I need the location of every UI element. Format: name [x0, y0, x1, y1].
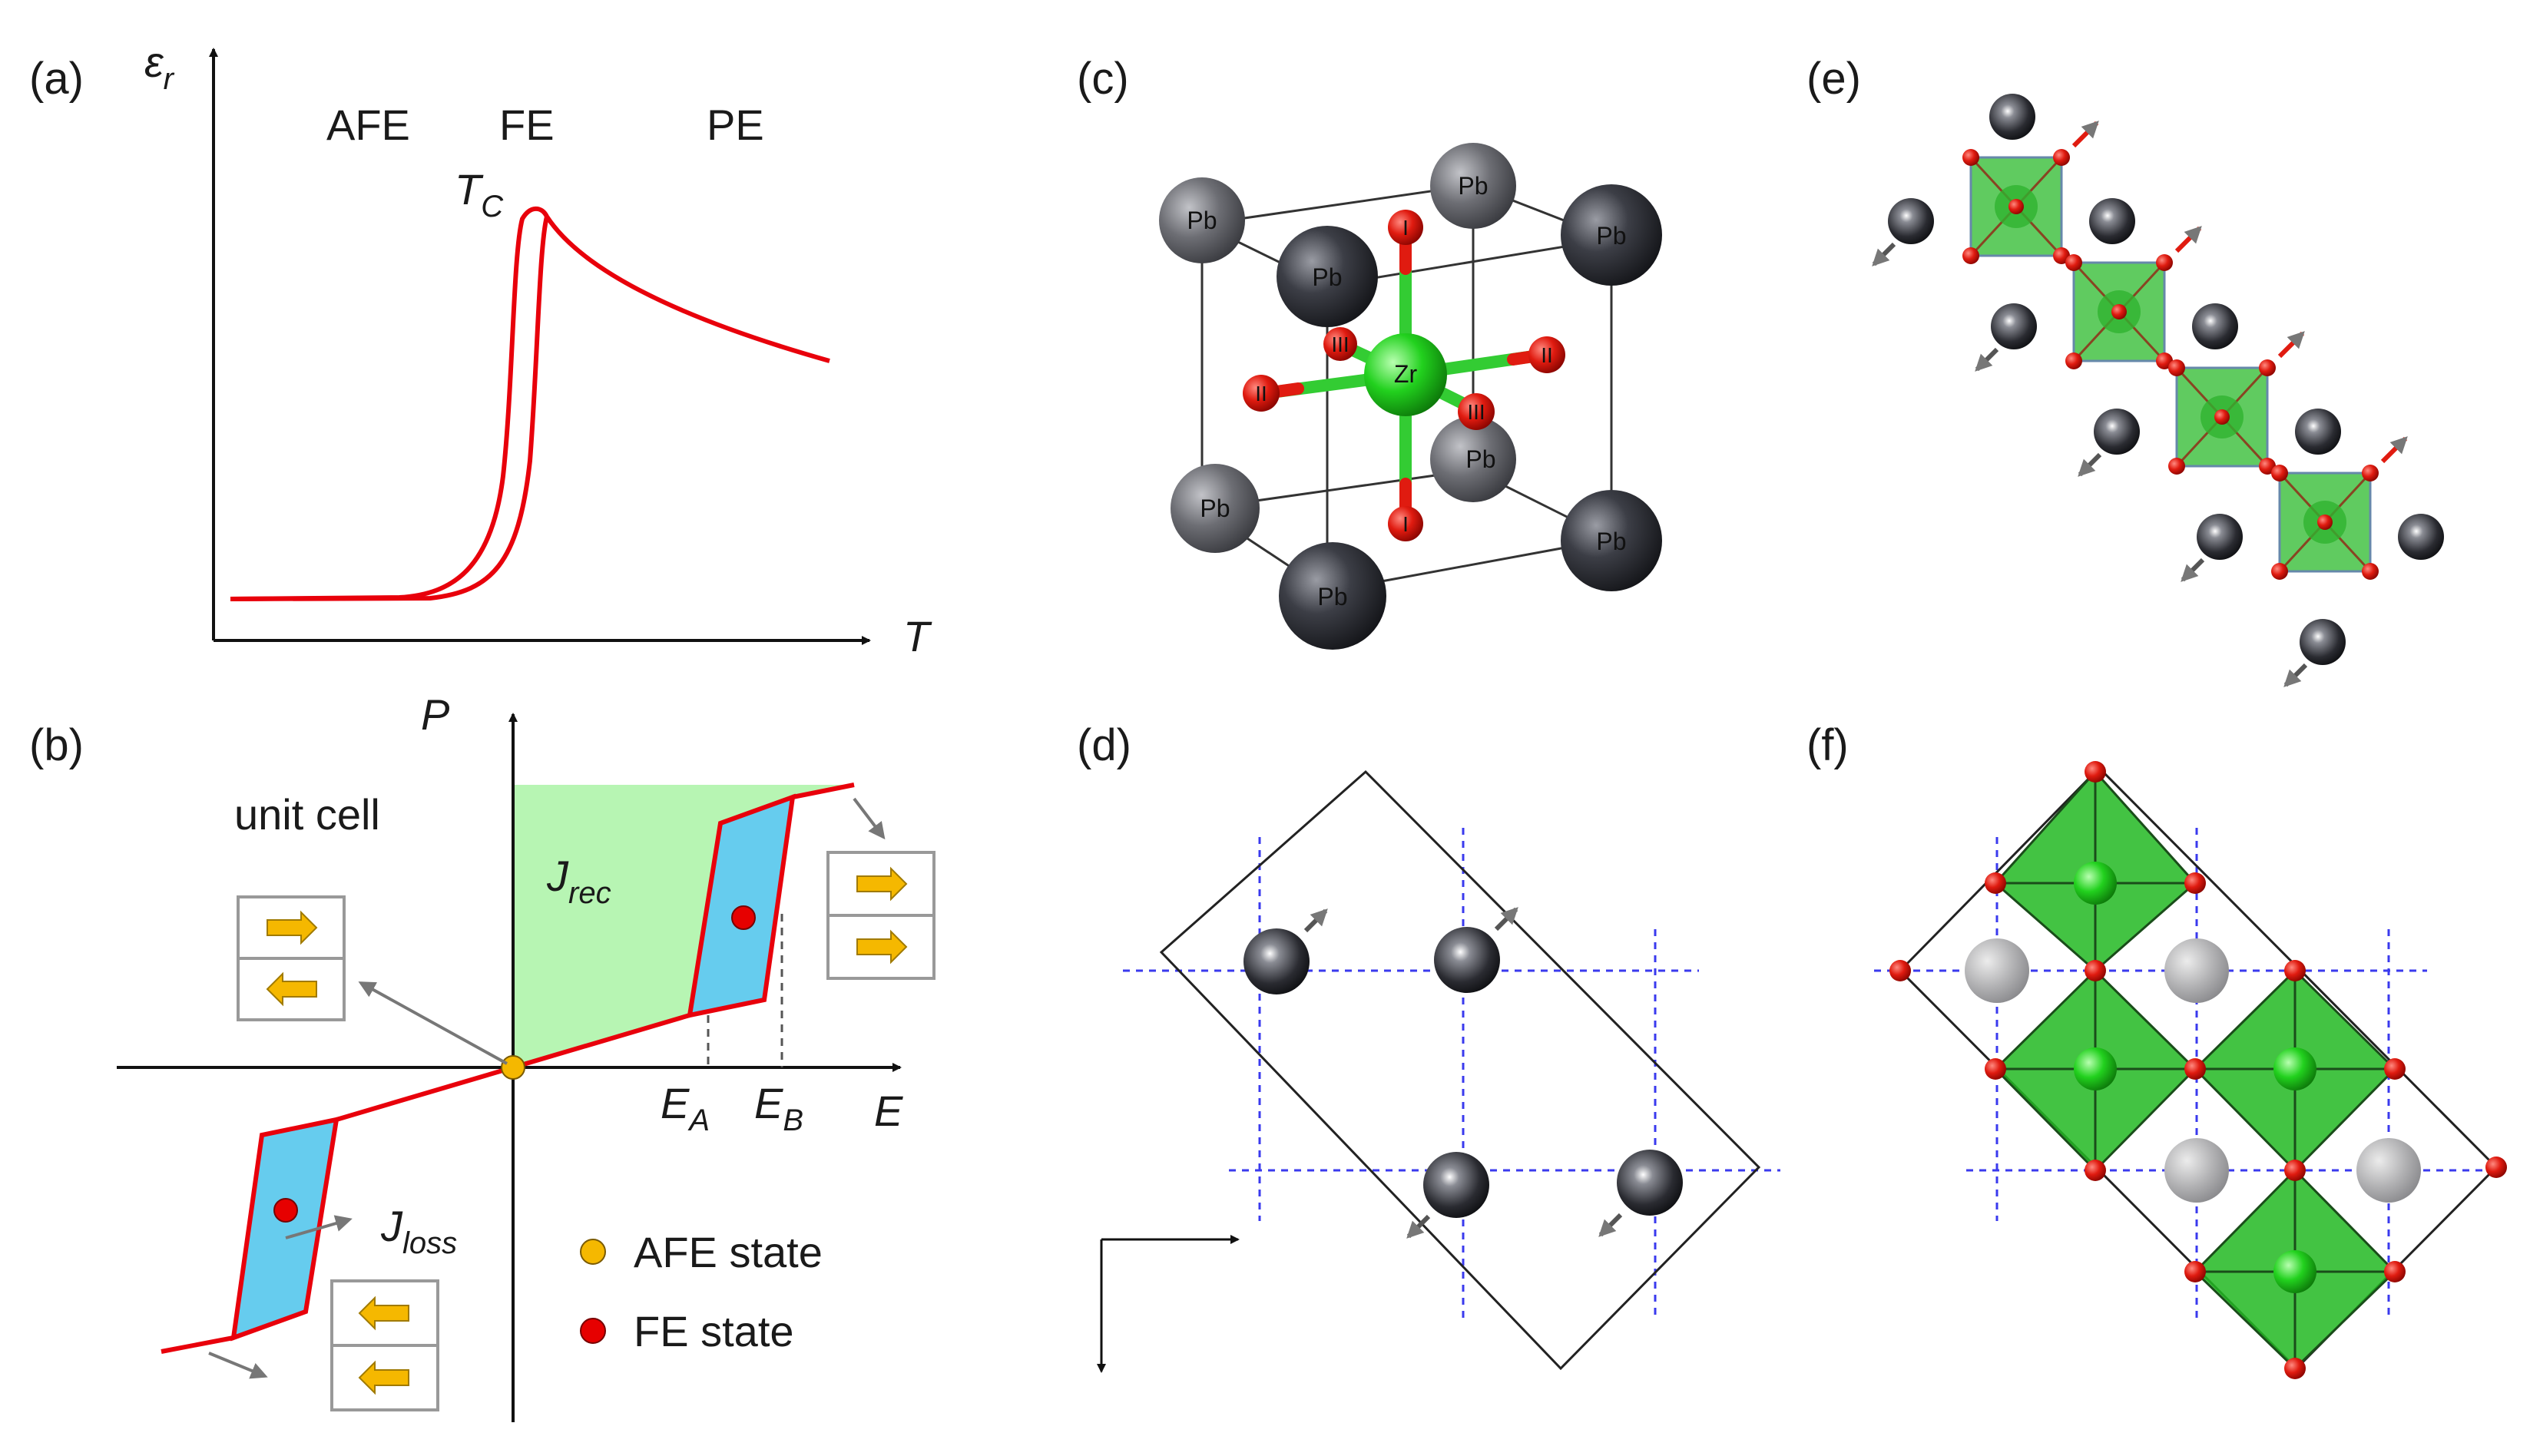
pb-atom — [1561, 184, 1662, 286]
svg-text:Pb: Pb — [1465, 445, 1495, 473]
oxygen-atom — [1458, 393, 1495, 430]
jloss-label: Jloss — [380, 1202, 457, 1260]
oxygen-atom — [1388, 506, 1423, 541]
pb-atom — [1430, 143, 1516, 229]
pb-atom — [1617, 1150, 1683, 1216]
svg-text:I: I — [1402, 216, 1409, 240]
pb-atom — [1430, 416, 1516, 502]
saturation-branch-positive — [792, 783, 855, 799]
legend-afe-marker — [580, 1239, 606, 1265]
oxygen-atom — [1323, 327, 1357, 361]
panel-b: (b) P E EA EB unit cell Jrec Jloss — [29, 690, 936, 1422]
panel-f-label: (f) — [1806, 720, 1849, 770]
region-fe: FE — [499, 101, 555, 149]
panel-d: (d) — [1077, 720, 1780, 1373]
svg-text:Pb: Pb — [1458, 172, 1488, 200]
jrec-label: Jrec — [546, 852, 611, 910]
pb-atom — [1434, 927, 1500, 993]
unit-cell-parallel-right — [826, 851, 936, 980]
octahedra-chain — [1962, 149, 2379, 580]
zr-atom — [1364, 333, 1447, 416]
permittivity-curve-heating — [230, 206, 830, 601]
panel-c-label: (c) — [1077, 54, 1129, 104]
permittivity-curve-cooling — [230, 216, 549, 601]
oxygen-atom — [1528, 336, 1565, 373]
supercell-outline — [1159, 769, 1761, 1371]
dipole-arrow-right — [856, 929, 908, 965]
zr-atoms — [2074, 862, 2316, 1293]
octahedron-unit — [2271, 465, 2379, 580]
pointer-fe-positive — [853, 797, 886, 840]
panel-e-label: (e) — [1806, 54, 1861, 104]
e-axis-label: E — [874, 1087, 903, 1135]
octahedron-unit — [1962, 149, 2070, 264]
dipole-arrow-right — [267, 910, 318, 945]
dipole-arrow-left — [266, 971, 317, 1007]
svg-text:II: II — [1541, 343, 1553, 367]
pb-atom — [1171, 464, 1260, 553]
dipole-arrow-left — [358, 1360, 409, 1395]
pb-displacements — [1303, 907, 1623, 1239]
eb-label: EB — [754, 1079, 803, 1137]
svg-text:Pb: Pb — [1596, 222, 1626, 250]
svg-text:II: II — [1255, 382, 1267, 405]
oxygen-atom — [1388, 210, 1423, 245]
pb-atom — [1279, 542, 1386, 650]
svg-text:Pb: Pb — [1200, 495, 1230, 522]
unit-cell-parallel-left — [330, 1279, 439, 1411]
svg-text:III: III — [1331, 333, 1349, 356]
region-afe: AFE — [326, 101, 410, 149]
afe-state-point — [501, 1055, 525, 1080]
legend-afe-label: AFE state — [634, 1228, 823, 1276]
oxygen-atoms — [1889, 761, 2507, 1379]
p-axis-label: P — [421, 690, 449, 739]
pb-atom — [1277, 226, 1378, 327]
saturation-branch-negative — [161, 1335, 234, 1354]
fe-state-point-positive — [731, 905, 756, 930]
panel-d-label: (d) — [1077, 720, 1131, 770]
curie-label: TC — [455, 165, 504, 223]
pointer-afe — [358, 981, 508, 1065]
fe-state-point-negative — [273, 1198, 298, 1223]
panel-a-label: (a) — [29, 54, 84, 104]
svg-text:Zr: Zr — [1394, 360, 1418, 388]
svg-text:III: III — [1467, 400, 1485, 424]
panel-e: (e) — [1806, 54, 2444, 687]
dipole-arrow-left — [358, 1296, 409, 1331]
pb-atom — [1423, 1152, 1489, 1218]
pb-atom — [1561, 490, 1662, 591]
pointer-loss — [285, 1215, 353, 1239]
x-axis-label: T — [903, 612, 932, 660]
y-axis-label: εr — [144, 38, 175, 96]
pointer-fe-negative — [208, 1352, 268, 1379]
svg-text:Pb: Pb — [1312, 263, 1342, 291]
jrec-area — [513, 785, 854, 1067]
pb-atoms — [1965, 938, 2421, 1203]
svg-text:Pb: Pb — [1596, 528, 1626, 555]
octahedron-unit — [2168, 359, 2276, 475]
region-pe: PE — [707, 101, 764, 149]
pb-atom — [1243, 928, 1310, 994]
panel-b-label: (b) — [29, 720, 84, 770]
octahedron-unit — [2065, 254, 2173, 369]
ea-label: EA — [661, 1079, 710, 1137]
projection-grid — [1123, 828, 1780, 1321]
pb-atoms — [1888, 94, 2444, 665]
unit-cell-antiparallel — [237, 895, 346, 1021]
svg-text:I: I — [1402, 512, 1409, 536]
pb-displacements — [1872, 242, 2308, 687]
legend-fe-label: FE state — [634, 1307, 794, 1355]
svg-text:Pb: Pb — [1317, 583, 1347, 611]
oxygen-atom — [1243, 375, 1280, 412]
panel-f: (f) — [1806, 720, 2507, 1379]
svg-text:Pb: Pb — [1187, 207, 1217, 234]
dipole-arrow-right — [856, 866, 908, 902]
o-displacements — [2071, 121, 2408, 464]
panel-c: (c) Pb Pb Pb Pb — [1077, 54, 1662, 650]
legend-fe-marker — [580, 1318, 606, 1344]
panel-a: (a) εr T AFE FE PE TC — [29, 38, 932, 660]
unit-cell-label: unit cell — [234, 790, 380, 839]
pb-atom — [1159, 177, 1245, 263]
